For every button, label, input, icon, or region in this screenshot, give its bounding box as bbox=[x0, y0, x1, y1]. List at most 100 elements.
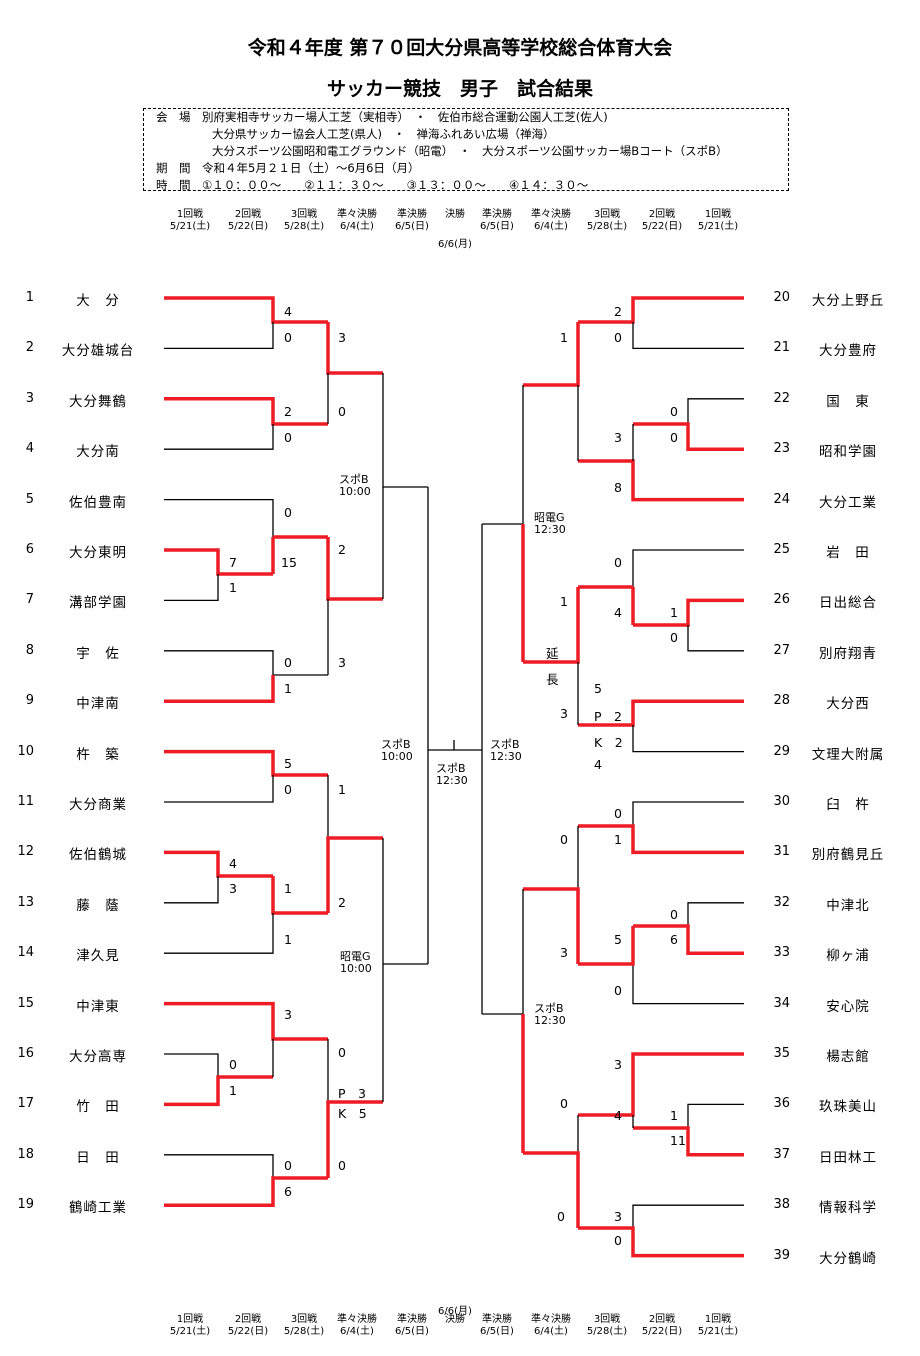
bracket-line bbox=[382, 373, 428, 488]
match-score: 1 bbox=[284, 932, 292, 947]
winner-line bbox=[326, 322, 383, 375]
venue-label: スポB bbox=[534, 1002, 564, 1015]
team-number: 37 bbox=[773, 1146, 790, 1162]
bracket-line bbox=[164, 1053, 273, 1078]
venue-label: スポB bbox=[436, 762, 466, 775]
round-date: 6/5(日) bbox=[395, 221, 429, 232]
winner-line bbox=[164, 675, 275, 703]
bracket-line bbox=[578, 963, 744, 1005]
match-score: 0 bbox=[670, 630, 678, 645]
match-score: 0 bbox=[284, 330, 292, 345]
round-label: 準々決勝 bbox=[531, 209, 571, 220]
bracket-line bbox=[578, 549, 744, 588]
match-score: 4 bbox=[614, 1108, 622, 1123]
round-date: 6/4(土) bbox=[340, 1326, 374, 1337]
round-label: 3回戦 bbox=[593, 209, 621, 220]
match-score: 15 bbox=[281, 555, 297, 570]
bracket-line bbox=[632, 322, 744, 350]
winner-line bbox=[164, 548, 273, 576]
match-score: 3 bbox=[560, 706, 568, 721]
match-score: 3 bbox=[338, 655, 346, 670]
team-number: 24 bbox=[773, 491, 790, 507]
winner-line bbox=[326, 836, 383, 913]
team-number: 9 bbox=[25, 693, 34, 709]
info-line: 時 間 ①１０：００～ ②１１：３０～ ③１３：００～ ④１４：３０～ bbox=[156, 178, 589, 192]
team-number: 29 bbox=[773, 743, 790, 759]
match-score: 4 bbox=[284, 304, 292, 319]
team-number: 5 bbox=[25, 491, 34, 507]
match-score: 6 bbox=[284, 1184, 292, 1199]
venue-time: 10:00 bbox=[381, 750, 413, 763]
round-date: 5/22(日) bbox=[227, 221, 269, 232]
match-score: 0 bbox=[560, 1096, 568, 1111]
bracket-line bbox=[164, 650, 328, 676]
bracket-line bbox=[164, 322, 274, 350]
winner-line bbox=[578, 824, 744, 855]
team-number: 32 bbox=[773, 894, 790, 910]
winner-line bbox=[164, 749, 328, 777]
match-score: 1 bbox=[560, 330, 568, 345]
match-score: 0 bbox=[338, 404, 346, 419]
team-number: 2 bbox=[25, 340, 34, 356]
match-score: 0 bbox=[284, 1158, 292, 1173]
match-score: 2 bbox=[338, 895, 346, 910]
team-number: 16 bbox=[17, 1046, 34, 1061]
team-number: 39 bbox=[773, 1247, 790, 1263]
team-number: 13 bbox=[17, 894, 34, 910]
bracket-line bbox=[453, 740, 482, 751]
match-score: 1 bbox=[284, 681, 292, 696]
team-number: 33 bbox=[773, 945, 790, 961]
winner-line bbox=[164, 1001, 328, 1041]
winner-line bbox=[326, 537, 383, 601]
match-score: 0 bbox=[284, 655, 292, 670]
winner-line bbox=[523, 1151, 580, 1228]
bracket-line bbox=[382, 838, 428, 965]
match-score: 1 bbox=[670, 605, 678, 620]
team-number: 30 bbox=[773, 794, 790, 809]
bracket-line bbox=[164, 775, 274, 803]
match-score: 1 bbox=[284, 881, 292, 896]
round-label: 1回戦 bbox=[176, 209, 204, 220]
match-score: 0 bbox=[670, 404, 678, 419]
round-label: 2回戦 bbox=[234, 1314, 262, 1325]
venue-label: 昭電G bbox=[534, 511, 565, 524]
match-score: 0 bbox=[557, 1209, 565, 1224]
team-number: 10 bbox=[17, 743, 34, 759]
info-box: 会 場 別府実相寺サッカー場人工芝（実相寺） ・ 佐伯市総合運動公園人工芝(佐人… bbox=[143, 108, 789, 192]
team-number: 38 bbox=[773, 1197, 790, 1213]
match-score: 0 bbox=[560, 832, 568, 847]
match-score: 0 bbox=[670, 430, 678, 445]
bracket-line bbox=[578, 801, 744, 827]
team-number: 35 bbox=[773, 1046, 790, 1061]
venue-time: 12:30 bbox=[490, 750, 522, 763]
round-label: 準々決勝 bbox=[531, 1314, 571, 1325]
winner-line bbox=[578, 926, 635, 966]
bracket-line bbox=[164, 424, 274, 450]
info-line: 大分県サッカー協会人工芝(県人) ・ 禅海ふれあい広場（禅海） bbox=[212, 127, 555, 141]
venue-label: スポB bbox=[381, 738, 411, 751]
info-line: 会 場 別府実相寺サッカー場人工芝（実相寺） ・ 佐伯市総合運動公園人工芝(佐人… bbox=[156, 110, 608, 124]
round-label: 1回戦 bbox=[176, 1314, 204, 1325]
round-date: 6/4(土) bbox=[534, 1326, 568, 1337]
bracket-line bbox=[523, 1115, 579, 1154]
match-score: 1 bbox=[338, 782, 346, 797]
match-score: 0 bbox=[338, 1045, 346, 1060]
round-label: 準決勝 bbox=[397, 1314, 427, 1325]
winner-line bbox=[164, 1176, 328, 1207]
venue-time: 12:30 bbox=[436, 774, 468, 787]
team-number: 19 bbox=[17, 1197, 34, 1213]
team-number: 6 bbox=[25, 542, 34, 557]
winner-line bbox=[578, 1052, 744, 1117]
page-subtitle: サッカー競技 男子 試合結果 bbox=[326, 78, 593, 100]
match-score: 3 bbox=[229, 881, 237, 896]
round-date: 6/5(日) bbox=[480, 221, 514, 232]
team-number: 22 bbox=[773, 390, 790, 406]
team-number: 12 bbox=[17, 844, 34, 860]
winner-line bbox=[271, 876, 328, 915]
round-label: 決勝 bbox=[445, 209, 465, 220]
match-score: 11 bbox=[670, 1133, 686, 1148]
match-score: 4 bbox=[594, 757, 602, 772]
round-date: 6/5(日) bbox=[395, 1326, 429, 1337]
bracket-line bbox=[523, 826, 579, 890]
match-score: 0 bbox=[284, 505, 292, 520]
